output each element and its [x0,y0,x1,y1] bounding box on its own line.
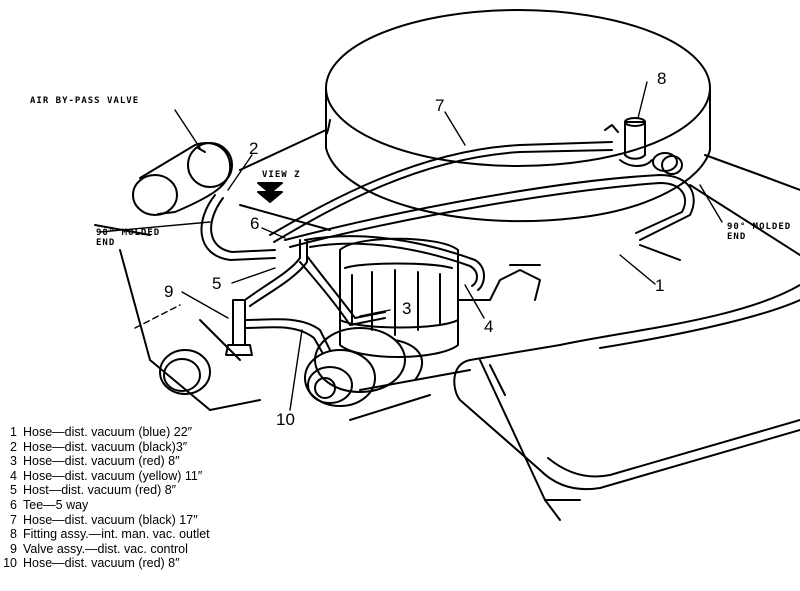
air-bypass-valve-drawing [132,142,233,216]
legend-text: Hose—dist. vacuum (yellow) 11″ [23,468,203,483]
legend-item: 6 Tee—5 way [0,498,330,513]
legend-item: 9 Valve assy.—dist. vac. control [0,542,330,557]
legend-num: 3 [10,454,17,469]
fitting-assy [604,117,653,167]
legend-item: 3 Hose—dist. vacuum (red) 8″ [0,454,330,469]
legend-item: 7 Hose—dist. vacuum (black) 17″ [0,513,330,528]
legend-item: 4 Hose—dist. vacuum (yellow) 11″ [0,469,330,484]
legend-text: Hose—dist. vacuum (blue) 22″ [23,425,193,439]
leader-lines [99,81,723,411]
callout-7: 7 [435,96,445,115]
legend-text: Hose—dist. vacuum (black) 17″ [23,512,198,527]
legend-item: 8 Fitting assy.—int. man. vac. outlet [0,527,330,542]
legend-num: 4 [10,468,17,483]
legend-num: 9 [10,541,17,556]
callout-10: 10 [276,410,295,429]
callout-8: 8 [657,69,667,88]
distributor [339,237,541,358]
callout-4: 4 [484,317,494,336]
legend-item: 5 Host—dist. vacuum (red) 8″ [0,483,330,498]
legend-text: Hose—dist. vacuum (red) 8″ [23,556,180,571]
legend-num: 10 [3,556,17,571]
view-z-label: VIEW Z [262,170,301,180]
callout-2: 2 [249,139,259,158]
legend-item: 10 Hose—dist. vacuum (red) 8″ [0,556,330,571]
callout-6: 6 [250,214,260,233]
legend-text: Hose—dist. vacuum (black)3″ [23,439,188,454]
legend-text: Tee—5 way [23,497,89,512]
legend-text: Valve assy.—dist. vac. control [23,541,188,556]
callout-3: 3 [402,299,412,318]
air-bypass-valve-label: AIR BY-PASS VALVE [30,96,140,106]
legend-text: Hose—dist. vacuum (red) 8″ [23,454,180,469]
legend-num: 7 [10,512,17,527]
legend-item: 2 Hose—dist. vacuum (black)3″ [0,440,330,455]
legend-num: 5 [10,483,17,498]
molded-end-right-label: 90° MOLDED END [727,222,792,242]
molded-end-fitting [652,152,683,175]
breather-cap [159,349,211,395]
engine-outline [94,129,800,521]
callout-9: 9 [164,282,174,301]
legend-item: 1 Hose—dist. vacuum (blue) 22″ [0,425,330,440]
molded-end-left-label: 90° MOLDED END [96,228,161,248]
view-z-arrow-icon [257,182,283,203]
legend-text: Fitting assy.—int. man. vac. outlet [23,527,210,542]
vacuum-hoses [200,141,695,356]
callout-5: 5 [212,274,222,293]
legend-num: 6 [10,497,17,512]
legend-num: 1 [10,425,17,439]
vacuum-advance-unit [304,327,424,407]
legend-num: 8 [10,527,17,542]
air-cleaner [325,9,711,223]
legend-num: 2 [10,439,17,454]
legend-text: Host—dist. vacuum (red) 8″ [23,483,177,498]
callout-1: 1 [655,276,665,295]
